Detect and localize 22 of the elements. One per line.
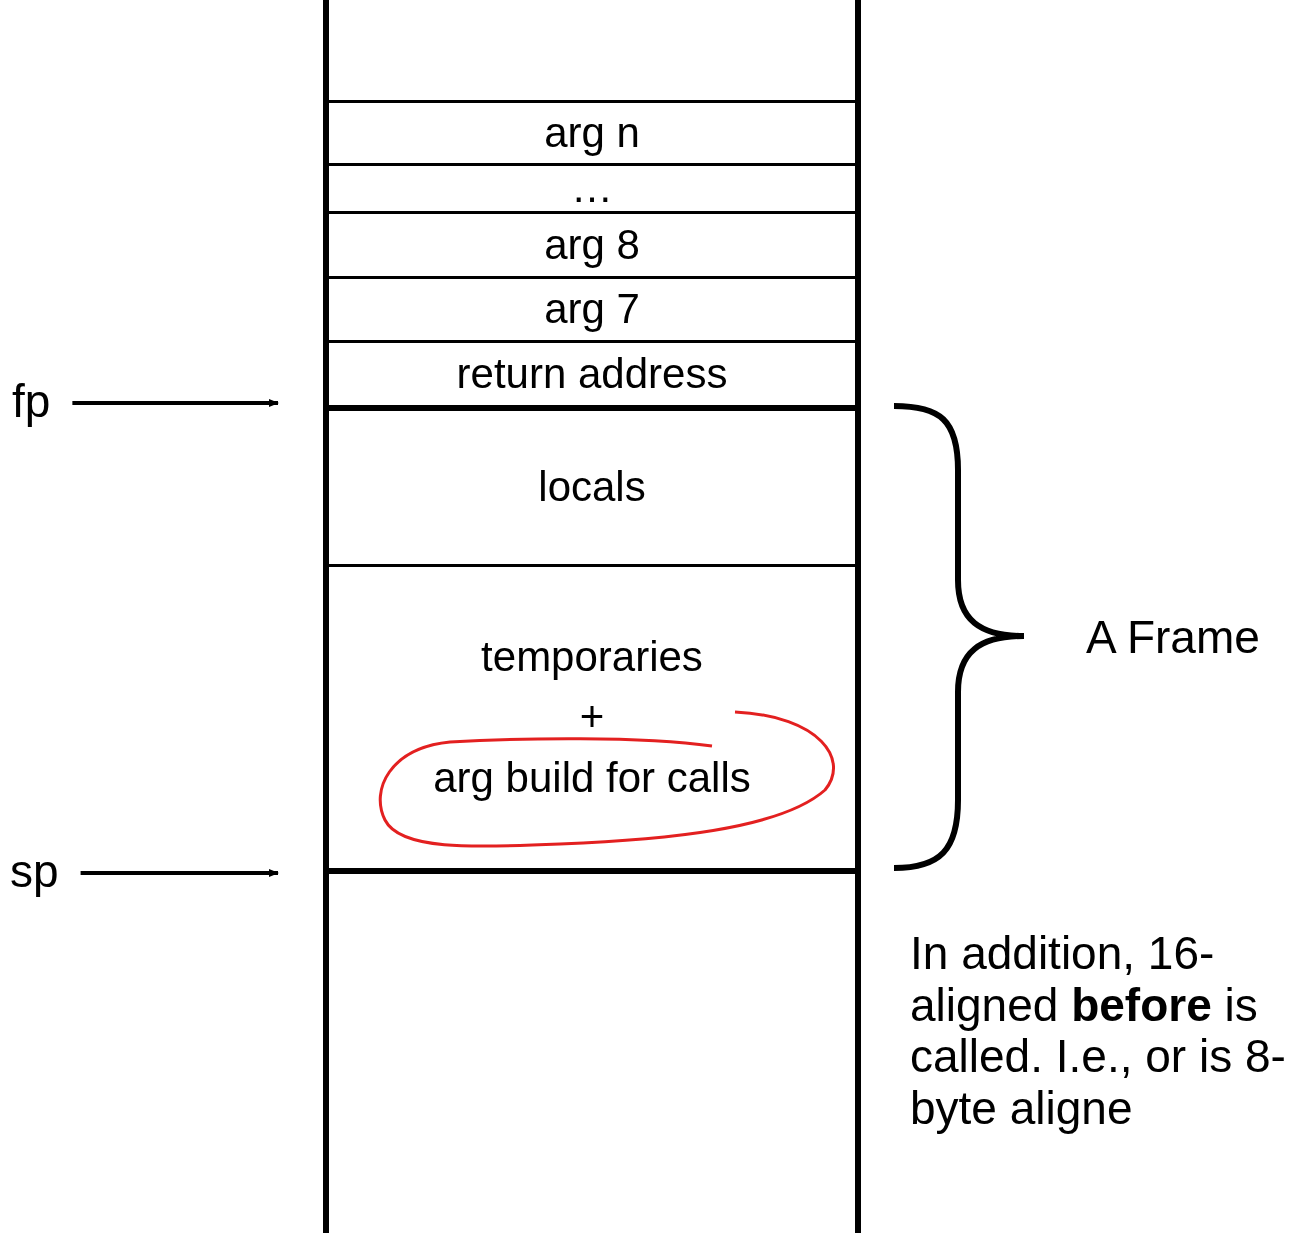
- stack-cell: [323, 868, 861, 1233]
- stack-cell: [323, 340, 861, 405]
- note-text: In addition, 16- aligned before is called. I.e., or is 8-byte aligne: [910, 928, 1287, 1135]
- cell-label: temporaries: [481, 634, 703, 681]
- stack-cell: [323, 276, 861, 340]
- arrow: [72, 399, 279, 407]
- cell-label: arg 8: [544, 221, 640, 269]
- cell-label: return address: [456, 350, 728, 398]
- cell-label: locals: [538, 464, 646, 511]
- stack-cell: [323, 0, 861, 100]
- stack-cell: [323, 564, 861, 868]
- stack-cell: [323, 163, 861, 211]
- cell-label: arg n: [544, 109, 640, 157]
- arrow: [80, 869, 279, 877]
- cell-label: arg build for calls: [433, 754, 751, 801]
- stack-cell: [323, 100, 861, 163]
- stack-cell: [323, 211, 861, 276]
- frame-label: A Frame: [1086, 612, 1260, 664]
- cell-label: arg 7: [544, 286, 640, 333]
- stack-cell: [323, 405, 861, 564]
- cell-label: +: [579, 694, 605, 741]
- cell-label: …: [571, 165, 613, 212]
